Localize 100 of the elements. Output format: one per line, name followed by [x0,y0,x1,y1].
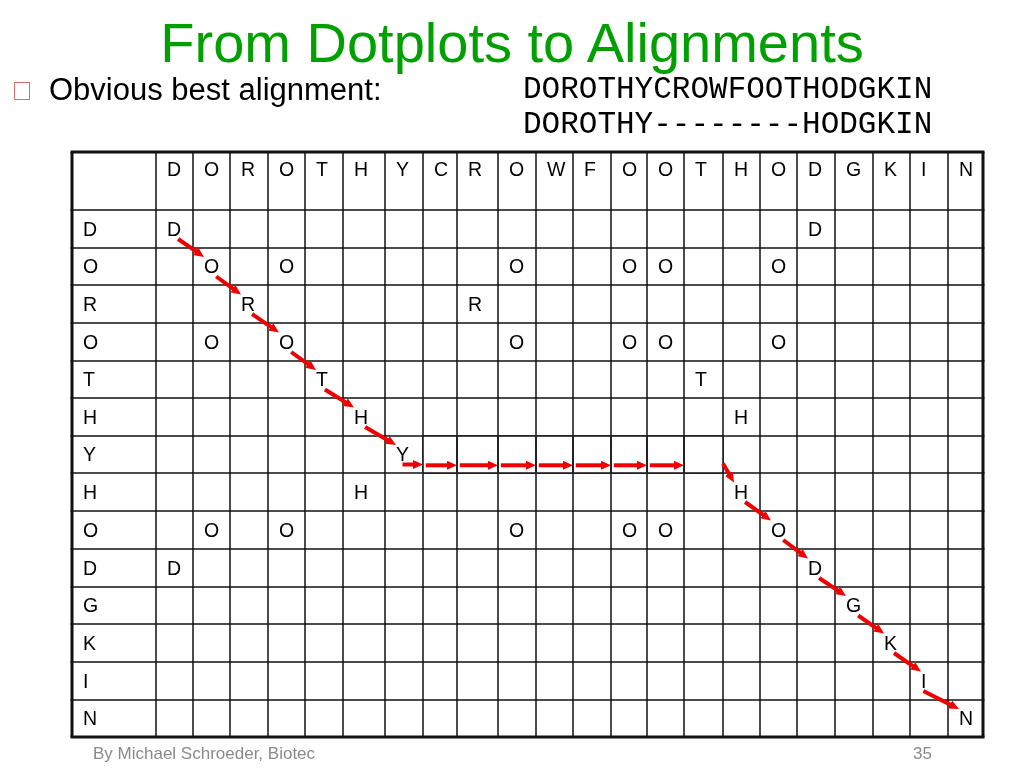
row-header: N [83,709,98,729]
row-header: Y [83,445,96,465]
row-header: H [83,407,98,427]
column-header: N [959,159,974,179]
column-header: O [509,159,525,179]
row-header: G [83,596,99,616]
dot-letter: O [509,257,525,277]
column-header: I [921,159,927,179]
column-header: F [584,159,596,179]
column-header: T [695,159,707,179]
arrow [290,350,318,372]
column-header: C [434,159,449,179]
row-header: K [83,633,96,653]
grid-cell [535,435,574,474]
row-header: O [83,257,99,277]
column-header: K [884,159,897,179]
dot-letter: O [771,257,787,277]
dot-letter: O [279,332,295,352]
column-header: D [808,159,823,179]
column-header: O [658,159,674,179]
dot-letter: T [316,370,328,390]
grid-cell [572,435,612,474]
arrow [364,425,397,447]
dot-letter: O [204,520,220,540]
column-header: W [547,159,566,179]
arrow [425,460,457,470]
column-header: T [316,159,328,179]
column-header: G [846,159,862,179]
dot-letter: H [354,407,369,427]
arrow [215,274,243,297]
grid-cell [497,435,537,474]
row-header: T [83,370,95,390]
dot-letter: O [658,257,674,277]
dot-letter: N [959,709,974,729]
dot-letter: D [167,558,182,578]
dot-letter: O [622,257,638,277]
arrow [538,460,573,470]
column-header: D [167,159,182,179]
row-header: D [83,558,98,578]
column-header: Y [396,159,409,179]
arrow [613,460,647,470]
bullet-text: Obvious best alignment: [49,73,382,105]
arrow [500,460,536,470]
dot-letter: O [771,332,787,352]
arrow [575,460,611,470]
page-number: 35 [913,744,932,762]
arrow [459,460,498,470]
arrow [743,500,773,523]
dot-letter: G [846,596,862,616]
dot-letter: D [167,219,182,239]
row-header: O [83,332,99,352]
dot-letter: R [468,294,483,314]
dot-letter: O [658,332,674,352]
dot-letter: O [509,332,525,352]
arrow [250,312,281,335]
dot-letter: O [622,520,638,540]
arrow [782,538,810,561]
dot-letter: I [921,671,927,691]
arrow [721,462,736,484]
dot-letter: H [734,482,749,502]
arrow [818,576,848,598]
dot-letter: H [734,407,749,427]
arrow [176,237,206,259]
grid-cell [456,435,499,474]
arrow [892,651,923,674]
arrow [857,613,886,636]
row-header: R [83,294,98,314]
row-header: H [83,482,98,502]
arrow [649,460,684,470]
dot-letter: D [808,219,823,239]
dot-letter: T [695,370,707,390]
grid-cell [683,435,724,474]
column-header: H [354,159,369,179]
dot-letter: O [658,520,674,540]
grid-cell [646,435,685,474]
column-header: O [771,159,787,179]
dot-letter: O [204,332,220,352]
row-header: D [83,219,98,239]
grid-cell [422,435,458,474]
dot-letter: Y [396,445,409,465]
dot-letter: O [279,520,295,540]
arrow [402,460,423,469]
column-header: O [622,159,638,179]
row-header: O [83,520,99,540]
column-header: H [734,159,749,179]
arrow [922,689,960,711]
dot-letter: R [241,294,256,314]
column-header: O [204,159,220,179]
sequence-text: DOROTHYCROWFOOTHODGKIN [523,74,933,106]
dot-letter: O [279,257,295,277]
sequence-text: DOROTHY--------HODGKIN [523,108,933,140]
grid-cell [610,435,648,474]
dot-letter: K [884,633,897,653]
dot-letter: D [808,558,823,578]
row-header: I [83,671,89,691]
footer-credit: By Michael Schroeder, Biotec [93,744,316,762]
dot-letter: O [771,520,787,540]
column-header: O [279,159,295,179]
dot-letter: O [622,332,638,352]
arrow [323,387,356,410]
